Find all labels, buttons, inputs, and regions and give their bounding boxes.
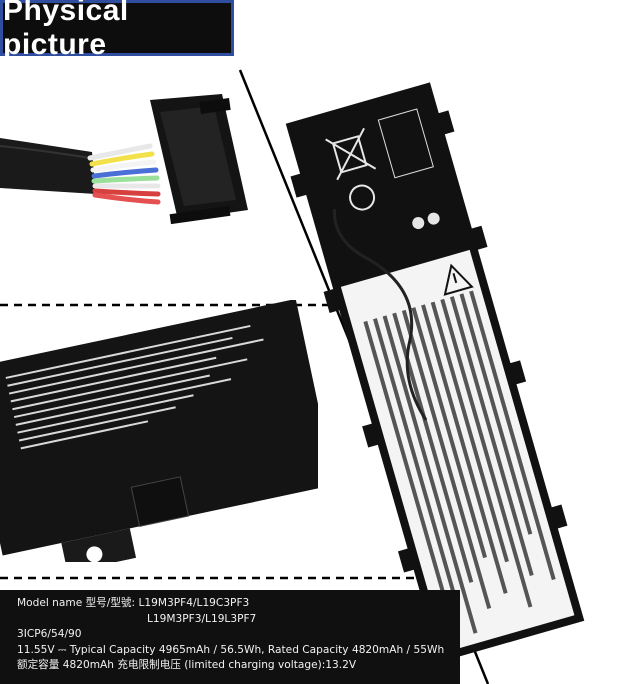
connector-photo <box>0 94 248 225</box>
rated-value: 4820mAh <box>62 659 114 672</box>
capacity-line: 11.55V ⎓ Typical Capacity 4965mAh / 56.5… <box>17 643 460 659</box>
warning-triangle-icon <box>443 263 474 296</box>
rated-line: 额定容量 4820mAh 充电限制电压 (limited charging vo… <box>17 658 460 674</box>
model-label: Model name 型号/型號: <box>17 597 136 609</box>
specification-panel: Model name 型号/型號: L19M3PF4/L19C3PF3 L19M… <box>0 590 460 684</box>
model-line-1: Model name 型号/型號: L19M3PF4/L19C3PF3 <box>17 596 460 612</box>
wheelie-bin-crossed-icon <box>325 127 377 181</box>
battery-label-detail-photo <box>0 300 318 562</box>
recycle-icon <box>349 184 376 211</box>
charging-limit: 充电限制电压 (limited charging voltage):13.2V <box>117 659 357 672</box>
rated-label: 额定容量 <box>17 659 60 672</box>
cell-config: 3ICP6/54/90 <box>17 628 82 641</box>
models-line-1: L19M3PF4/L19C3PF3 <box>138 597 250 609</box>
models-line-2: L19M3PF3/L19L3PF7 <box>147 612 257 625</box>
model-line-2: L19M3PF3/L19L3PF7 <box>17 612 460 628</box>
typical-capacity: Typical Capacity 4965mAh / 56.5Wh, Rated… <box>69 643 445 656</box>
voltage: 11.55V <box>17 643 55 656</box>
battery-pack-photo <box>285 82 585 663</box>
ce-mark-icon <box>412 212 440 230</box>
dc-symbol-icon: ⎓ <box>57 643 67 656</box>
page-title: Physical picture <box>0 0 234 61</box>
